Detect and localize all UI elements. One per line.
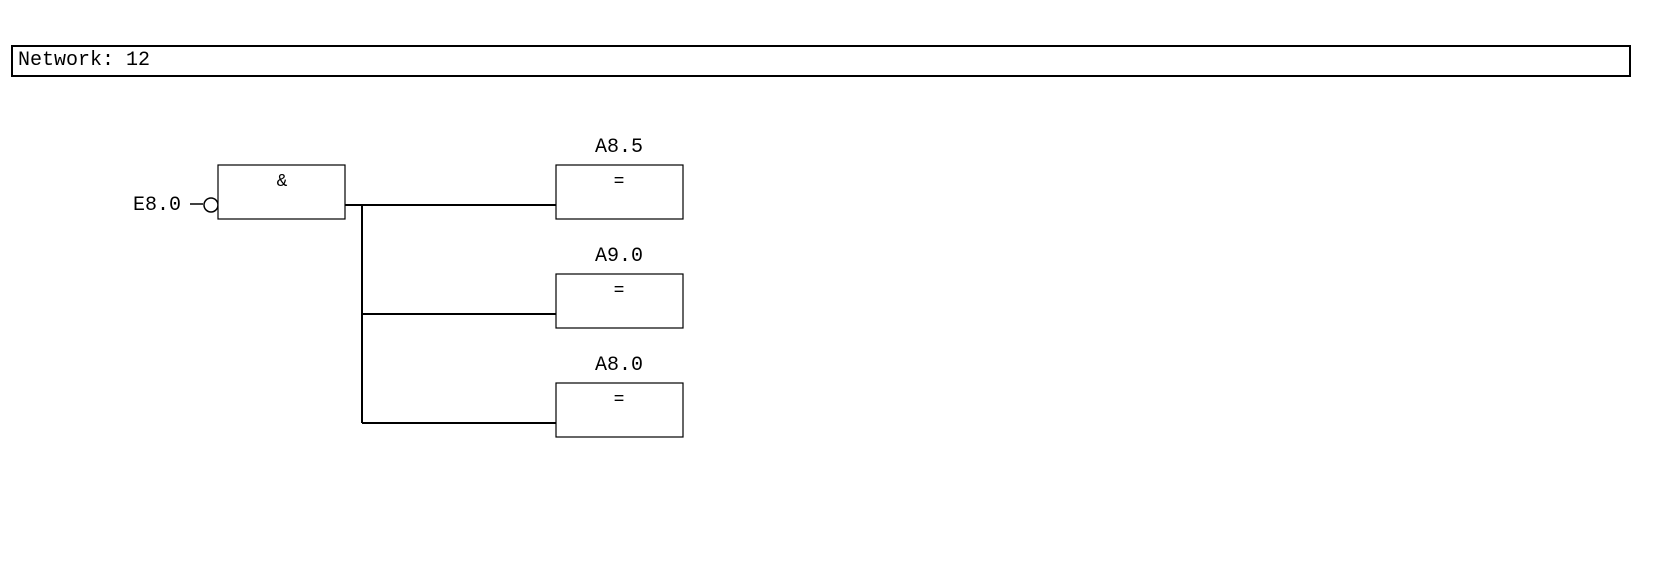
output-coil-symbol-1: = (614, 172, 625, 192)
output-address-label-3: A8.0 (595, 354, 643, 377)
output-address-label-1: A8.5 (595, 136, 643, 159)
output-coil-symbol-3: = (614, 390, 625, 410)
output-coil-box-2[interactable] (555, 273, 684, 329)
network-title: Network: 12 (18, 49, 151, 72)
output-coil-box-3[interactable] (555, 382, 684, 438)
input-address-label: E8.0 (133, 194, 181, 217)
and-gate-box[interactable] (217, 164, 346, 220)
and-gate-symbol: & (277, 172, 288, 192)
negation-circle (203, 197, 219, 213)
output-coil-symbol-2: = (614, 281, 625, 301)
output-coil-box-1[interactable] (555, 164, 684, 220)
output-address-label-2: A9.0 (595, 245, 643, 268)
network-header: Network: 12 (11, 45, 1631, 77)
